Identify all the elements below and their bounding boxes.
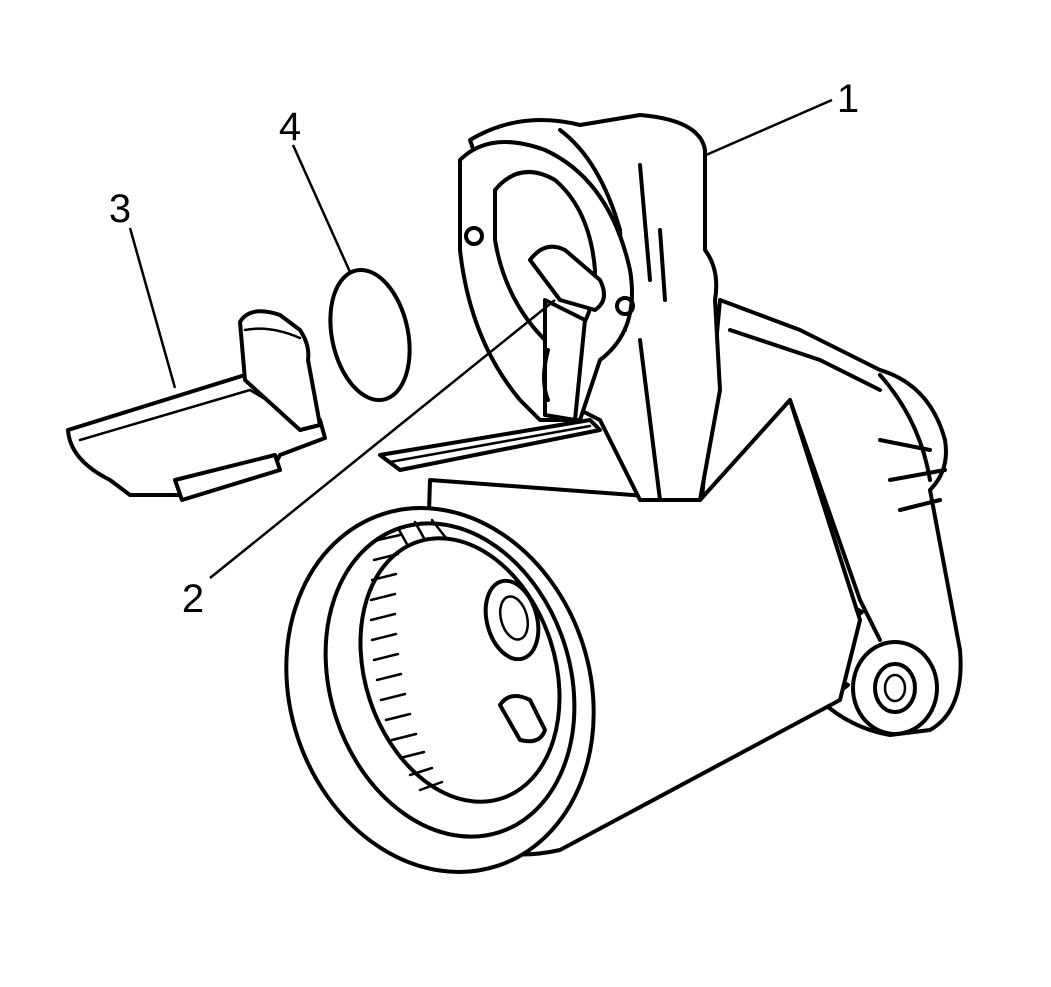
leader-2: [209, 299, 556, 579]
lever-pin: [528, 244, 606, 312]
tower-side-line: [638, 163, 667, 302]
lever-neck: [542, 348, 550, 402]
leader-3: [128, 227, 177, 389]
leader-1: [705, 98, 833, 157]
callout-2: 2: [182, 577, 204, 621]
tower-screw-hole-right: [615, 296, 635, 316]
mount-hole-outer: [873, 662, 917, 714]
nose-ring-middle: [323, 521, 577, 839]
flange-rib-top: [728, 328, 882, 392]
tower-screw-hole-left: [464, 226, 484, 246]
inner-boss-outer: [483, 578, 541, 662]
shift-fork-bottom-ridge: [173, 453, 282, 502]
leader-lines: [128, 98, 833, 579]
inner-boss-inner: [498, 595, 530, 641]
inner-pin: [498, 694, 547, 744]
flange-rib-mid: [788, 398, 882, 642]
callout-4: 4: [279, 105, 301, 149]
nose-ring-inner: [358, 536, 562, 804]
shift-fork: [66, 309, 327, 502]
flange-back-edge: [878, 373, 932, 482]
o-ring: [328, 267, 412, 403]
tower-top-edge: [558, 128, 627, 332]
tower-face-recess: [493, 170, 597, 342]
housing-channel-inner: [388, 424, 592, 464]
callout-labels: 1 2 3 4: [109, 77, 859, 621]
mount-ear: [851, 640, 939, 736]
flange-brace: [878, 438, 947, 512]
callout-3: 3: [109, 187, 131, 231]
shift-fork-post: [238, 309, 322, 432]
ring-gear-teeth: [369, 518, 448, 792]
housing-assembly: [284, 113, 963, 874]
mount-hole-inner: [883, 673, 907, 703]
leader-4: [291, 144, 352, 273]
shift-fork-post-top: [243, 327, 302, 340]
callout-1: 1: [837, 77, 859, 121]
tower-lower-edge: [638, 338, 662, 502]
